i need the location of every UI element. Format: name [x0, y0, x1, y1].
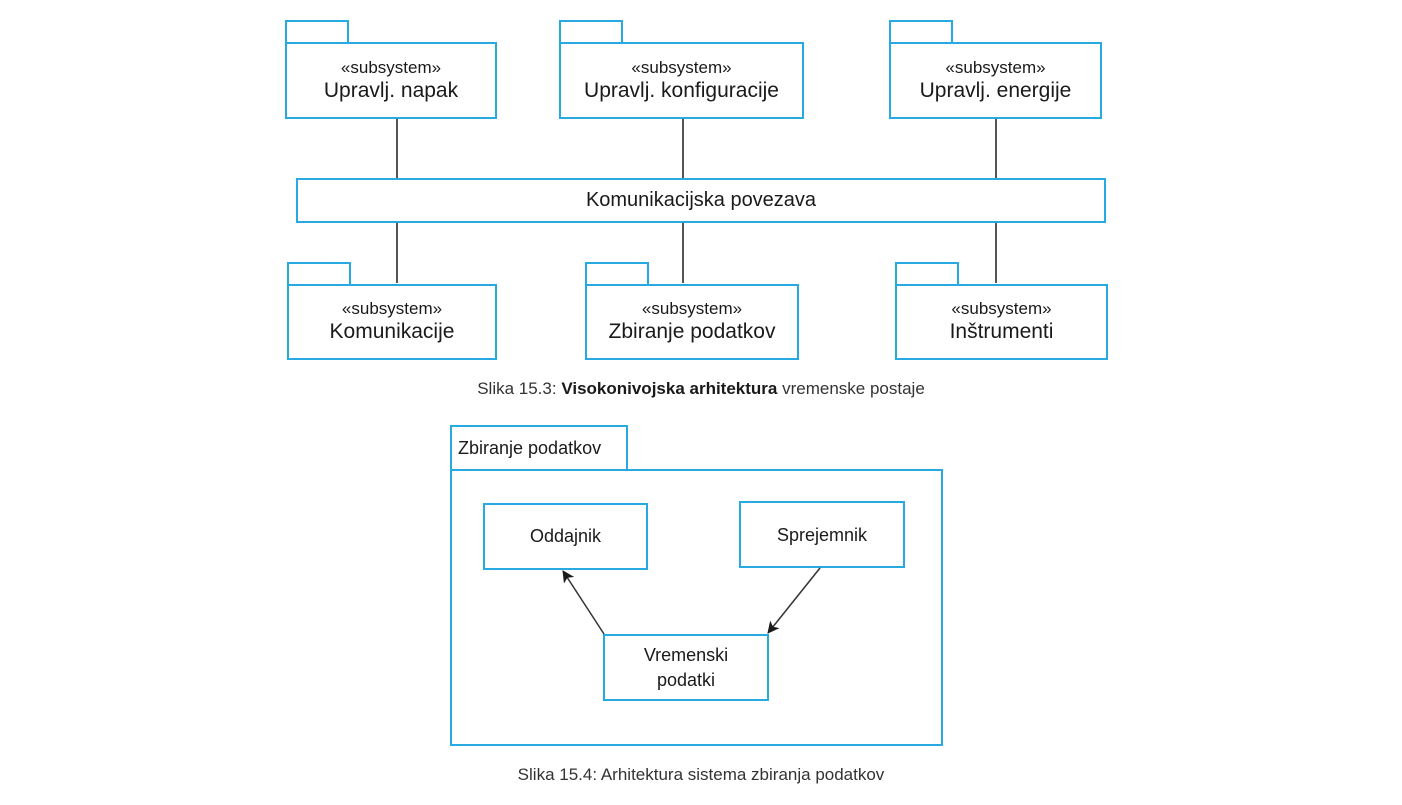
class-oddajnik: Oddajnik — [483, 503, 648, 570]
stereotype-label: «subsystem» — [945, 57, 1046, 77]
caption-suffix: vremenske postaje — [777, 379, 925, 398]
package-tab — [287, 262, 351, 286]
connector-line — [682, 222, 684, 283]
package-tab — [559, 20, 623, 44]
package-name: Upravlj. napak — [323, 78, 459, 102]
connector-line — [682, 118, 684, 178]
package-name: Upravlj. energije — [919, 78, 1072, 102]
class-name-line: podatki — [656, 669, 716, 690]
figure-caption: Slika 15.4: Arhitektura sistema zbiranja… — [517, 765, 885, 784]
stereotype-label: «subsystem» — [641, 299, 743, 318]
subsystem-package: «subsystem» Upravlj. napak — [285, 42, 497, 119]
class-sprejemnik: Sprejemnik — [739, 501, 905, 568]
package-frame — [450, 469, 943, 746]
package-frame-tab: Zbiranje podatkov — [450, 425, 628, 471]
communication-bus: Komunikacijska povezava — [296, 178, 1106, 223]
subsystem-package: «subsystem» Zbiranje podatkov — [585, 284, 799, 360]
stereotype-label: «subsystem» — [951, 299, 1052, 318]
package-name: Komunikacije — [329, 320, 455, 343]
package-tab — [895, 262, 959, 286]
package-name: Inštrumenti — [949, 320, 1054, 343]
stereotype-label: «subsystem» — [340, 57, 442, 77]
connector-line — [396, 118, 398, 178]
class-name-line: Vremenski — [643, 644, 729, 665]
dependency-arrow — [767, 567, 821, 634]
connector-line — [995, 118, 997, 178]
caption-prefix: Slika 15.3: — [477, 379, 562, 398]
caption-bold: Visokonivojska arhitektura — [561, 379, 778, 398]
package-tab — [285, 20, 349, 44]
connector-line — [995, 222, 997, 283]
subsystem-package: «subsystem» Upravlj. konfiguracije — [559, 42, 804, 119]
connector-line — [396, 222, 398, 283]
stereotype-label: «subsystem» — [631, 57, 732, 77]
package-name: Upravlj. konfiguracije — [584, 78, 779, 102]
stereotype-label: «subsystem» — [341, 299, 443, 318]
figure-caption: Slika 15.3: Visokonivojska arhitektura v… — [0, 379, 1402, 399]
subsystem-package: «subsystem» Komunikacije — [287, 284, 497, 360]
package-tab — [889, 20, 953, 44]
package-tab — [585, 262, 649, 286]
class-vremenski-podatki: Vremenski podatki — [603, 634, 769, 701]
subsystem-package: «subsystem» Inštrumenti — [895, 284, 1108, 360]
dependency-arrow — [562, 570, 605, 635]
package-name: Zbiranje podatkov — [608, 320, 776, 343]
subsystem-package: «subsystem» Upravlj. energije — [889, 42, 1102, 119]
